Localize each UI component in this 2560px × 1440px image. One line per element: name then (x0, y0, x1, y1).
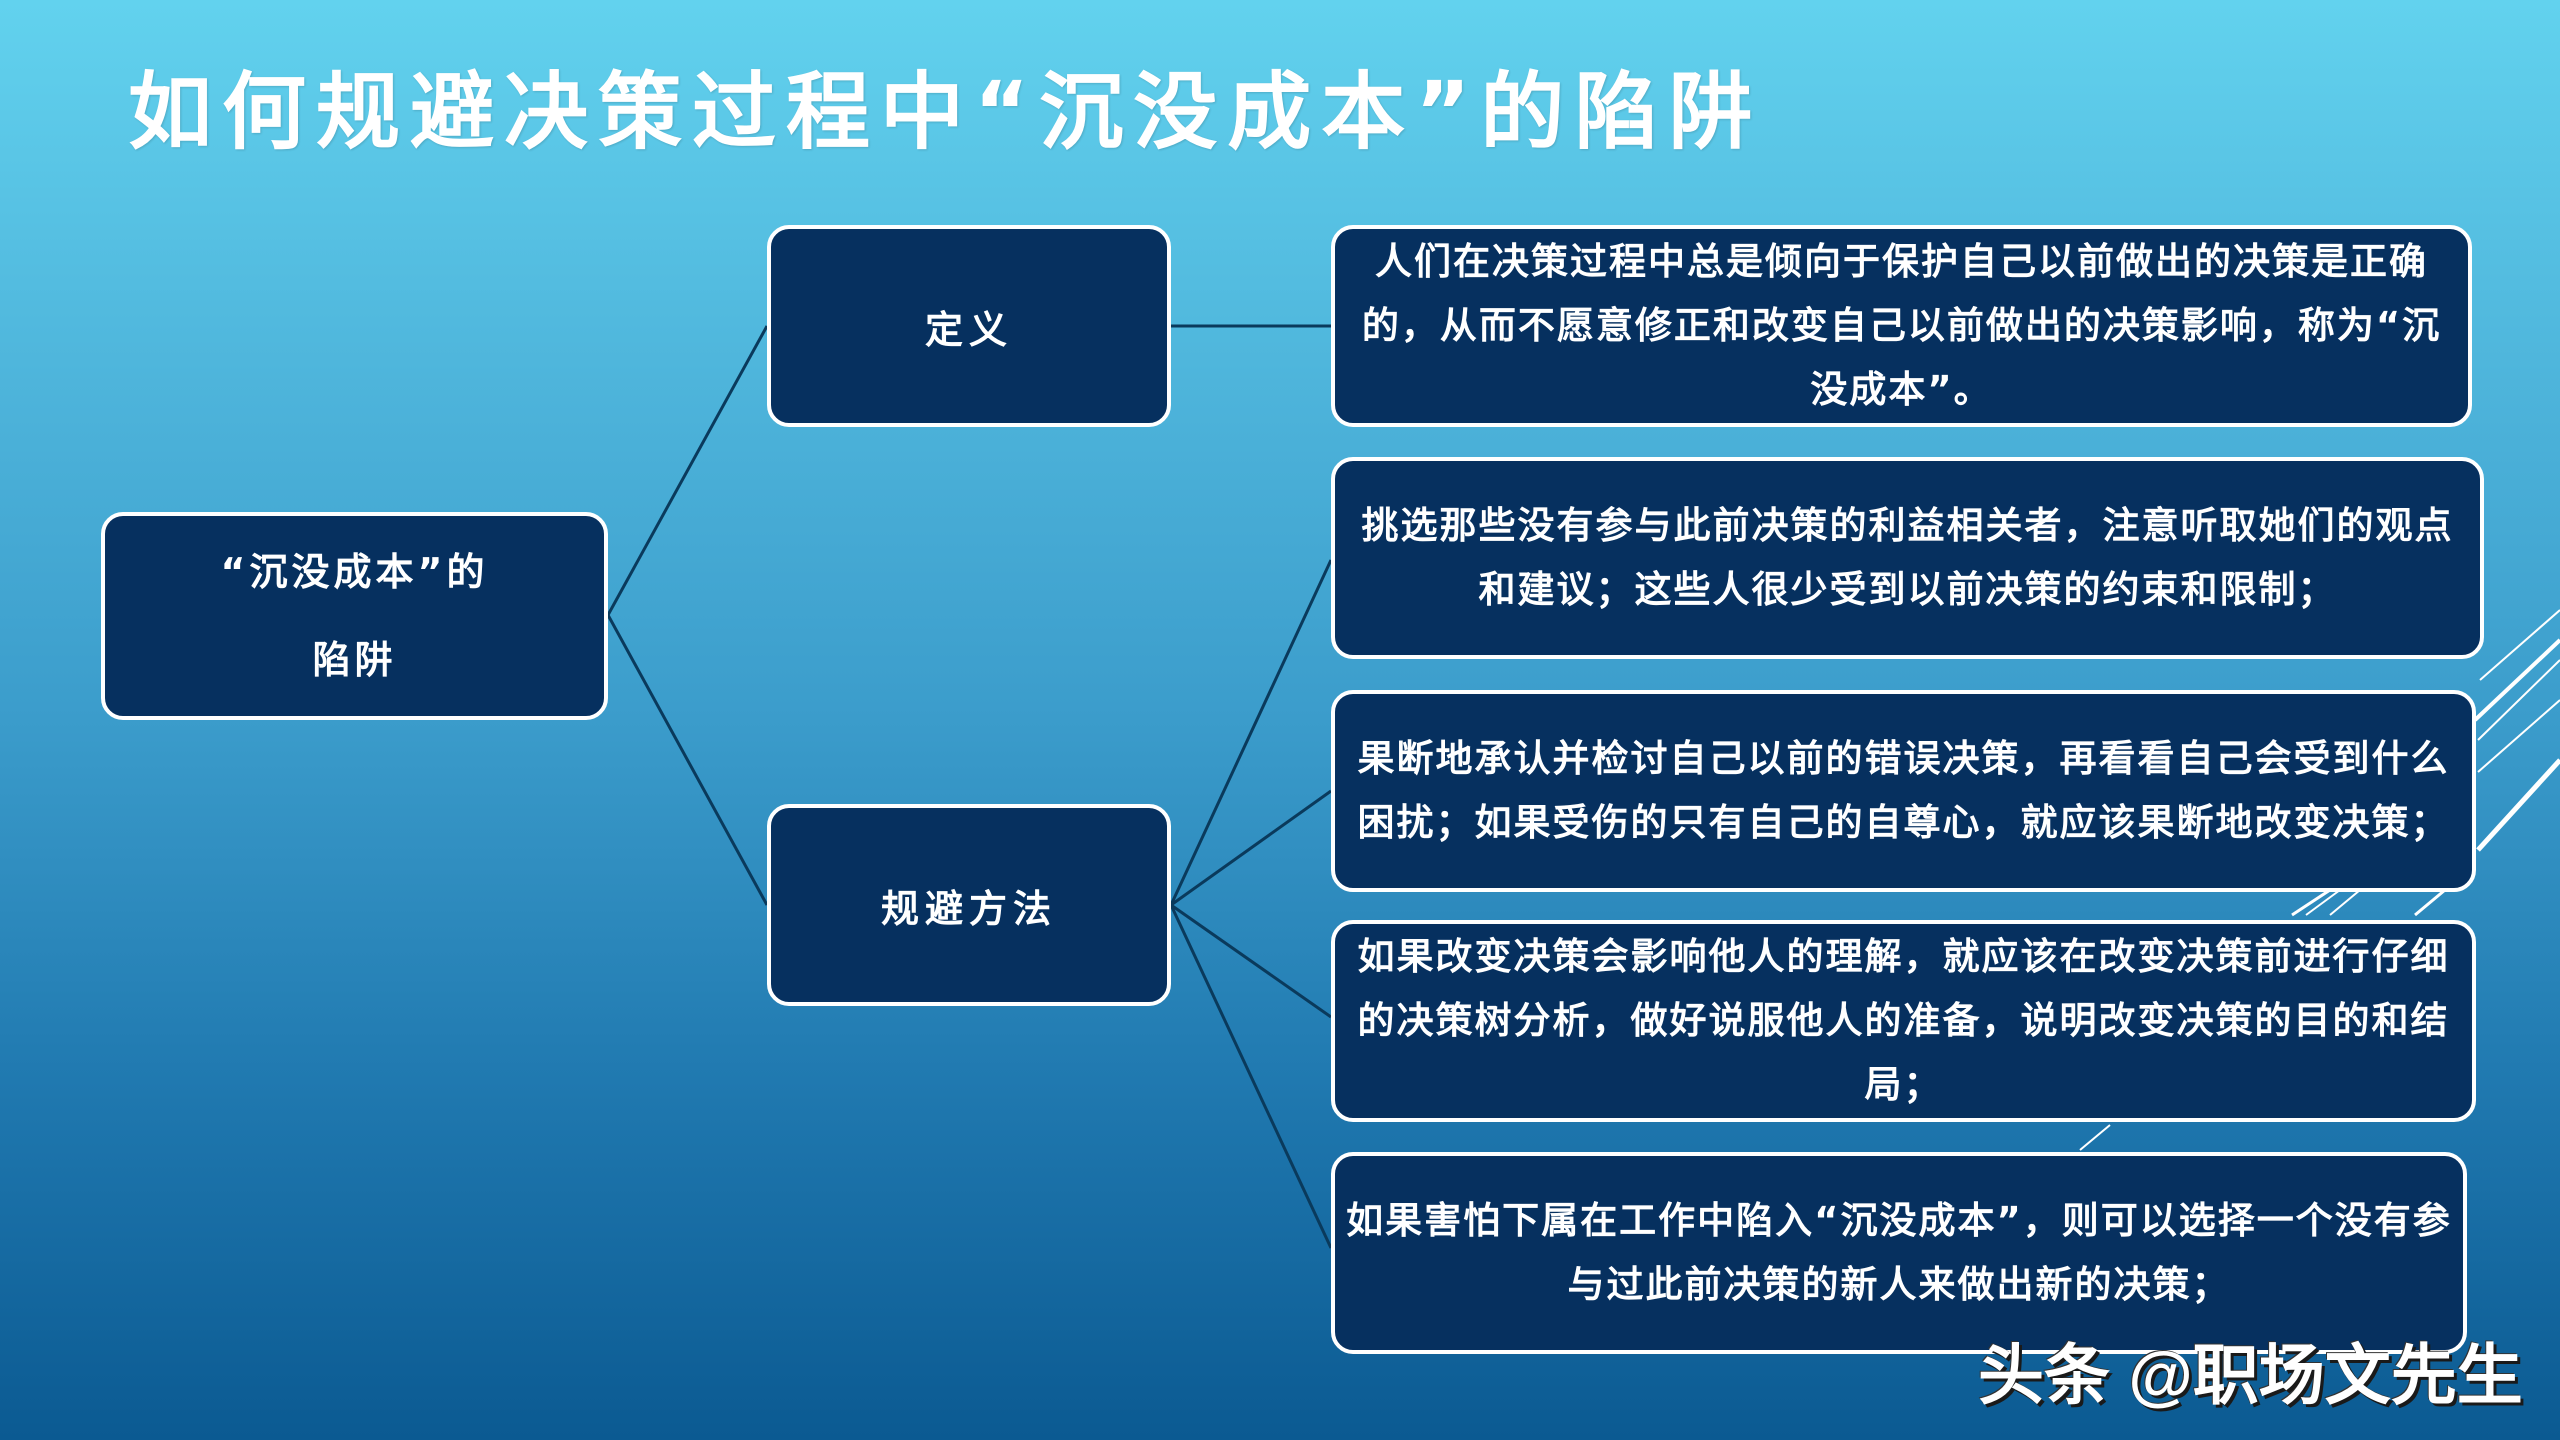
branch-label: 定义 (924, 307, 1013, 352)
leaf-node-method-1: 挑选那些没有参与此前决策的利益相关者，注意听取她们的观点和建议；这些人很少受到以… (1331, 457, 2484, 659)
connector-lines (606, 324, 1333, 1249)
decorative-diagonal-lines (2079, 609, 2560, 1151)
branch-node-avoidance-methods: 规避方法 (767, 804, 1171, 1006)
root-node-line1: “沉没成本”的 (220, 550, 489, 594)
branch-label: 规避方法 (880, 886, 1057, 931)
leaf-node-method-4: 如果害怕下属在工作中陷入“沉没成本”，则可以选择一个没有参与过此前决策的新人来做… (1331, 1152, 2467, 1354)
leaf-text: 如果改变决策会影响他人的理解，就应该在改变决策前进行仔细的决策树分析，做好说服他… (1357, 935, 2450, 1106)
root-node-line2: 陷阱 (312, 638, 397, 682)
watermark: 头条 @职场文先生 (1978, 1338, 2523, 1412)
leaf-text: 挑选那些没有参与此前决策的利益相关者，注意听取她们的观点和建议；这些人很少受到以… (1361, 504, 2454, 611)
leaf-node-definition: 人们在决策过程中总是倾向于保护自己以前做出的决策是正确的，从而不愿意修正和改变自… (1331, 225, 2472, 427)
leaf-text: 人们在决策过程中总是倾向于保护自己以前做出的决策是正确的，从而不愿意修正和改变自… (1361, 240, 2442, 411)
branch-node-definition: 定义 (767, 225, 1171, 427)
leaf-text: 如果害怕下属在工作中陷入“沉没成本”，则可以选择一个没有参与过此前决策的新人来做… (1346, 1199, 2452, 1306)
slide-title: 如何规避决策过程中“沉没成本”的陷阱 (128, 63, 1763, 161)
leaf-node-method-3: 如果改变决策会影响他人的理解，就应该在改变决策前进行仔细的决策树分析，做好说服他… (1331, 920, 2476, 1122)
root-node: “沉没成本”的 陷阱 (101, 512, 608, 720)
leaf-node-method-2: 果断地承认并检讨自己以前的错误决策，再看看自己会受到什么困扰；如果受伤的只有自己… (1331, 690, 2476, 892)
leaf-text: 果断地承认并检讨自己以前的错误决策，再看看自己会受到什么困扰；如果受伤的只有自己… (1357, 737, 2450, 844)
